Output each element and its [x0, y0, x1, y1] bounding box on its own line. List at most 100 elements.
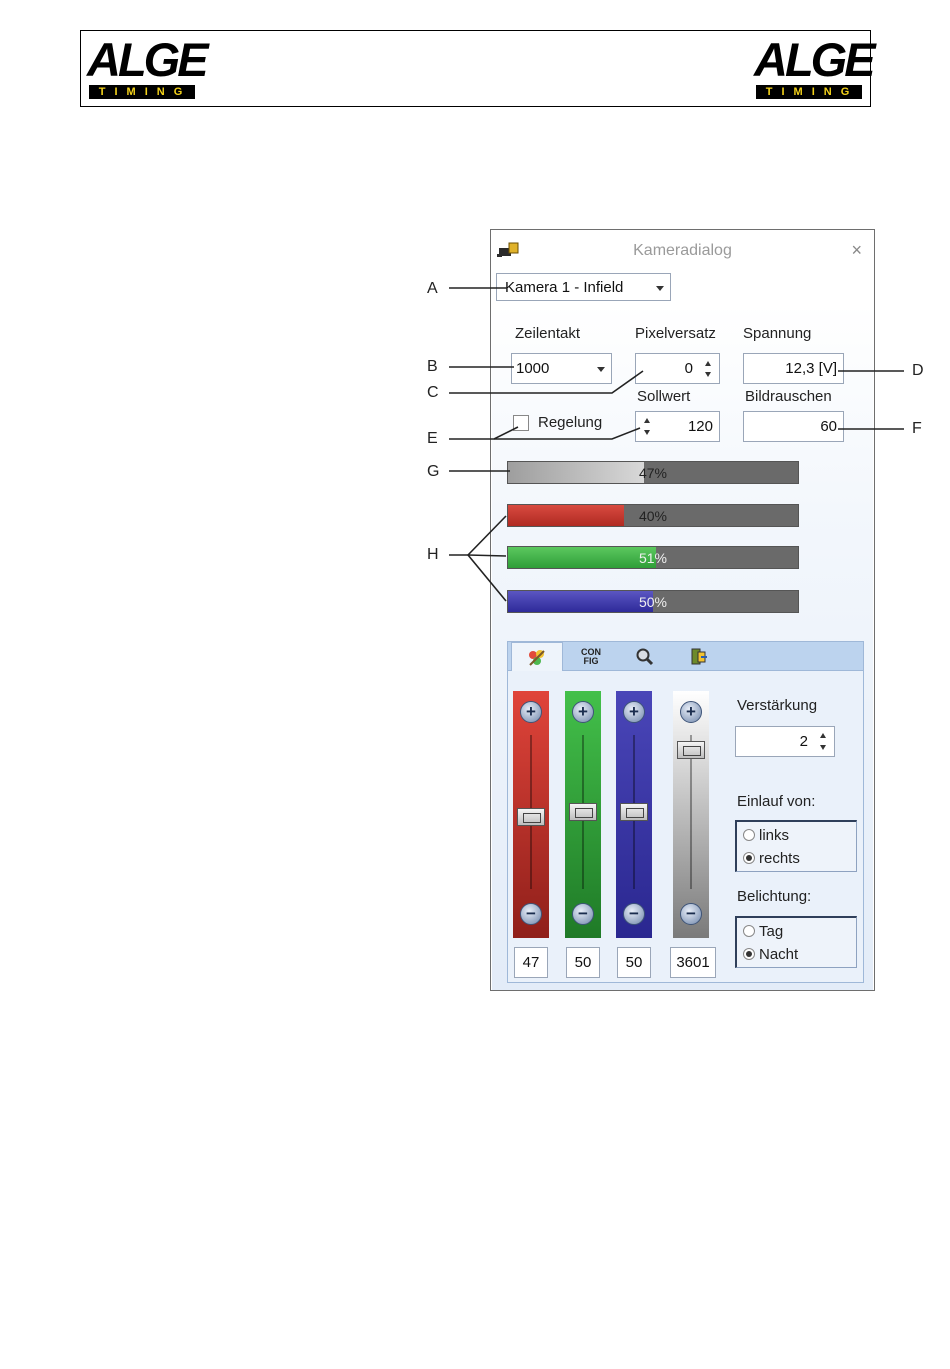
minus-icon[interactable]: − — [623, 903, 645, 925]
regelung-checkbox[interactable] — [513, 415, 529, 431]
page-header: ALGE TIMING ALGE TIMING — [80, 30, 871, 107]
pixelversatz-value: 0 — [685, 360, 693, 377]
chevron-down-icon — [597, 367, 605, 372]
slider-green[interactable]: + − — [565, 691, 601, 938]
callout-f: F — [912, 420, 922, 438]
chevron-down-icon — [656, 286, 664, 291]
bar-percent: 47% — [508, 465, 798, 481]
plus-icon[interactable]: + — [520, 701, 542, 723]
label-sollwert: Sollwert — [637, 388, 690, 405]
tab-export[interactable] — [673, 642, 725, 672]
sollwert-value: 120 — [688, 418, 713, 435]
config-icon: CON FIG — [581, 648, 601, 666]
slider-thumb[interactable] — [517, 808, 545, 826]
green-value-field[interactable]: 50 — [566, 947, 600, 978]
zeilentakt-value: 1000 — [516, 360, 549, 377]
label-bildrauschen: Bildrauschen — [745, 388, 832, 405]
bar-percent: 51% — [508, 550, 798, 566]
close-icon[interactable]: × — [851, 240, 862, 261]
camera-select-value: Kamera 1 - Infield — [505, 279, 623, 296]
radio-button[interactable] — [743, 852, 755, 864]
window-title: Kameradialog — [491, 242, 874, 260]
radio-label: Tag — [759, 923, 783, 940]
export-icon — [688, 646, 710, 668]
blue-value-field[interactable]: 50 — [617, 947, 651, 978]
brightness-bar-gray: 47% — [507, 461, 799, 484]
alge-timing-logo-left: ALGE TIMING — [87, 38, 197, 100]
bar-percent: 50% — [508, 594, 798, 610]
spin-up-icon[interactable] — [820, 733, 826, 738]
radio-label: Nacht — [759, 946, 798, 963]
label-pixelversatz: Pixelversatz — [635, 325, 716, 342]
minus-icon[interactable]: − — [680, 903, 702, 925]
alge-timing-logo-right: ALGE TIMING — [754, 38, 864, 100]
tab-panel-color: + − + − + − + − — [507, 671, 864, 983]
tab-config[interactable]: CON FIG — [565, 642, 617, 672]
slider-thumb[interactable] — [677, 741, 705, 759]
radio-links[interactable]: links — [743, 827, 789, 844]
camera-select[interactable]: Kamera 1 - Infield — [496, 273, 671, 301]
callout-b: B — [427, 358, 438, 376]
label-einlauf: Einlauf von: — [737, 793, 815, 810]
logo-word: ALGE — [754, 36, 864, 84]
minus-icon[interactable]: − — [520, 903, 542, 925]
label-spannung: Spannung — [743, 325, 811, 342]
label-belichtung: Belichtung: — [737, 888, 811, 905]
spin-up-icon[interactable] — [705, 361, 711, 366]
spin-up-icon[interactable] — [644, 418, 650, 423]
slider-thumb[interactable] — [620, 803, 648, 821]
radio-nacht[interactable]: Nacht — [743, 946, 798, 963]
callout-e: E — [427, 430, 438, 448]
belichtung-group: Tag Nacht — [735, 916, 857, 968]
spin-down-icon[interactable] — [820, 745, 826, 750]
spin-down-icon[interactable] — [705, 372, 711, 377]
spannung-value: 12,3 [V] — [785, 360, 837, 377]
logo-word: ALGE — [87, 36, 197, 84]
radio-label: links — [759, 827, 789, 844]
magnifier-icon — [634, 646, 656, 668]
spin-down-icon[interactable] — [644, 430, 650, 435]
radio-button[interactable] — [743, 829, 755, 841]
zeilentakt-select[interactable]: 1000 — [511, 353, 612, 384]
tab-color[interactable] — [511, 642, 563, 673]
logo-sub: TIMING — [756, 85, 862, 99]
radio-label: rechts — [759, 850, 800, 867]
radio-rechts[interactable]: rechts — [743, 850, 800, 867]
logo-sub: TIMING — [89, 85, 195, 99]
brightness-bar-blue: 50% — [507, 590, 799, 613]
radio-tag[interactable]: Tag — [743, 923, 783, 940]
slider-thumb[interactable] — [569, 803, 597, 821]
palette-icon — [526, 647, 548, 669]
slider-red[interactable]: + − — [513, 691, 549, 938]
brightness-bar-red: 40% — [507, 504, 799, 527]
label-zeilentakt: Zeilentakt — [515, 325, 580, 342]
logo-bar: TIMING — [89, 85, 195, 99]
titlebar: Kameradialog × — [491, 230, 874, 272]
tab-strip: CON FIG — [507, 641, 864, 671]
slider-blue[interactable]: + − — [616, 691, 652, 938]
spannung-field: 12,3 [V] — [743, 353, 844, 384]
sollwert-stepper[interactable]: 120 — [635, 411, 720, 442]
minus-icon[interactable]: − — [572, 903, 594, 925]
verstaerkung-value: 2 — [800, 733, 808, 750]
tab-zoom[interactable] — [619, 642, 671, 672]
bildrauschen-value: 60 — [820, 418, 837, 435]
plus-icon[interactable]: + — [572, 701, 594, 723]
callout-c: C — [427, 384, 439, 402]
einlauf-group: links rechts — [735, 820, 857, 872]
verstaerkung-stepper[interactable]: 2 — [735, 726, 835, 757]
radio-button[interactable] — [743, 948, 755, 960]
brightness-bar-green: 51% — [507, 546, 799, 569]
red-value-field[interactable]: 47 — [514, 947, 548, 978]
gain-value-field[interactable]: 3601 — [670, 947, 716, 978]
plus-icon[interactable]: + — [680, 701, 702, 723]
dialog-body: Zeilentakt Pixelversatz Spannung 1000 0 … — [492, 304, 873, 990]
label-verstaerkung: Verstärkung — [737, 697, 817, 714]
plus-icon[interactable]: + — [623, 701, 645, 723]
logo-bar: TIMING — [756, 85, 862, 99]
pixelversatz-stepper[interactable]: 0 — [635, 353, 720, 384]
radio-button[interactable] — [743, 925, 755, 937]
bar-percent: 40% — [508, 508, 798, 524]
bildrauschen-field: 60 — [743, 411, 844, 442]
slider-gain[interactable]: + − — [673, 691, 709, 938]
